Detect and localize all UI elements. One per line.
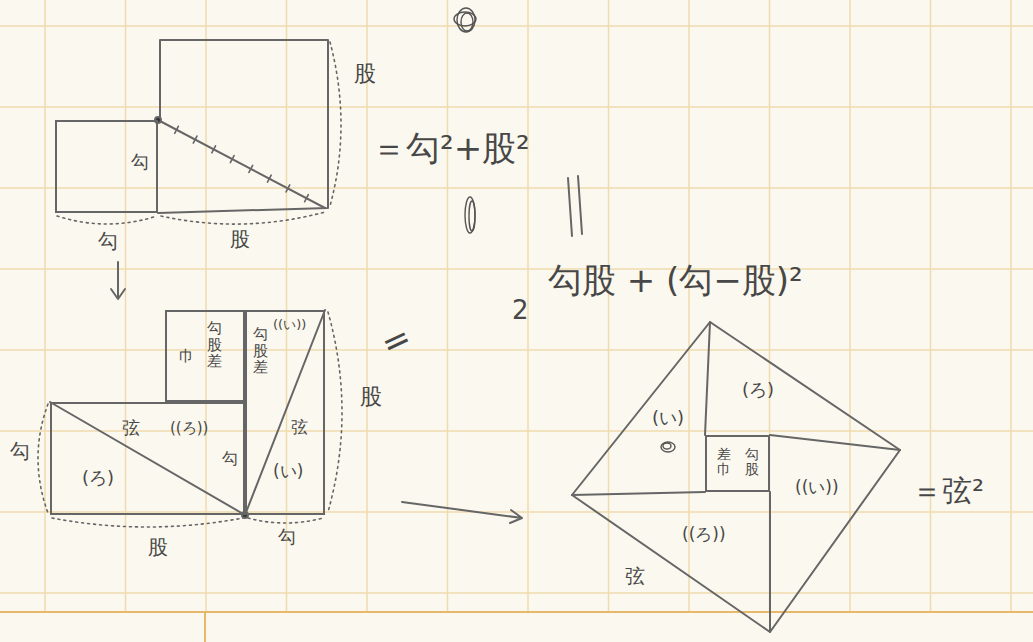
region-label: 勾股差 <box>207 320 222 370</box>
tick-mark <box>212 146 216 153</box>
tick-marks <box>175 126 309 202</box>
rect-region: (ろ) 弦 ((ろ)) 勾 <box>50 402 245 515</box>
piece-label: (ろ) <box>742 380 774 400</box>
tick-mark <box>305 195 309 202</box>
region-label: 勾股 <box>745 447 759 478</box>
region-label: 巾 <box>179 348 194 365</box>
piece-label: ((ろ)) <box>682 525 726 544</box>
equation: 勾股 + (勾−股)² <box>548 262 803 299</box>
side-label: 弦 <box>625 565 645 587</box>
hypotenuse-line <box>158 120 325 208</box>
grid-line <box>0 25 1033 27</box>
region-label: 差巾 <box>717 447 731 478</box>
inner-line <box>572 322 900 632</box>
square-outline <box>158 40 328 213</box>
piece-label: (い) <box>652 408 684 428</box>
right-arrow <box>402 502 522 523</box>
tick-mark <box>267 175 271 182</box>
grid-line <box>0 430 1033 432</box>
grid-line <box>0 106 1033 108</box>
side-label: 股 <box>360 385 382 409</box>
hypotenuse-line <box>50 402 245 515</box>
grid-line <box>930 0 932 612</box>
region-label: (ろ) <box>82 468 114 488</box>
down-arrow <box>111 262 125 299</box>
grid-line <box>125 0 127 612</box>
grid-line <box>0 511 1033 513</box>
side-label: 股 <box>354 62 376 86</box>
region-label: (い) <box>273 462 303 481</box>
side-label: 股 <box>230 228 250 250</box>
tick-mark <box>249 165 253 172</box>
region-label: 弦 <box>122 418 140 438</box>
region-label: ((ろ)) <box>170 420 208 437</box>
grid-line <box>688 0 690 612</box>
tick-mark <box>175 126 179 133</box>
grid-paper <box>0 0 1033 612</box>
side-label: 勾 <box>10 440 30 462</box>
region-label: 勾股差 <box>253 326 268 376</box>
region-label: ((い)) <box>273 318 306 332</box>
region-label: 勾 <box>131 152 149 172</box>
grid-line <box>0 349 1033 351</box>
piece-label: ((い)) <box>795 478 839 497</box>
tick-mark <box>230 156 234 163</box>
grid-line <box>366 0 368 612</box>
side-label: 勾 <box>278 527 296 547</box>
side-label: 股 <box>148 536 168 558</box>
scribble <box>454 8 675 452</box>
margin-line <box>204 612 206 642</box>
equals-sign <box>568 176 582 236</box>
region-label: 弦 <box>291 418 308 437</box>
grid-line <box>286 0 288 612</box>
rect-region: 勾股差巾 <box>165 310 245 402</box>
side-label: 勾 <box>98 230 118 252</box>
grid-line <box>205 0 207 612</box>
square-outline <box>572 322 900 632</box>
grid-line <box>1010 0 1012 612</box>
rect-region: 勾股差 ((い)) 弦 (い) <box>245 310 325 515</box>
dotted-brace <box>38 42 342 527</box>
grid-line <box>44 0 46 612</box>
equation: ＝勾²+股² <box>372 130 530 167</box>
grid-line <box>447 0 449 612</box>
square-region: 勾股差巾 <box>705 435 770 492</box>
tick-mark <box>193 136 197 143</box>
grid-line <box>0 187 1033 189</box>
margin-line <box>0 611 1033 613</box>
grid-line <box>0 592 1033 594</box>
grid-line <box>0 268 1033 270</box>
tick-mark <box>286 185 290 192</box>
square-region: 勾 <box>55 120 158 213</box>
equation: ＝弦² <box>912 474 984 507</box>
region-label: 勾 <box>222 450 238 468</box>
crossed-number: 2 <box>512 296 529 325</box>
hypotenuse-line <box>245 310 325 515</box>
equals-sign: = <box>375 318 417 364</box>
